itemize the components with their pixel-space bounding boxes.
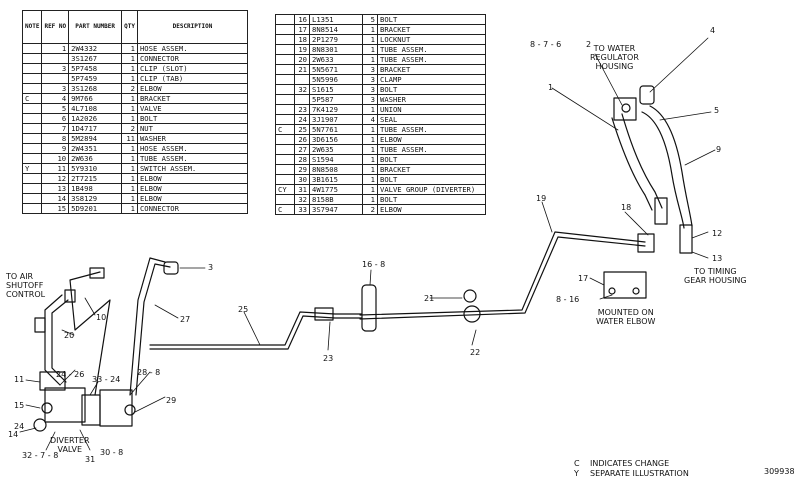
callout-29: 29	[166, 396, 177, 405]
callout-1: 1	[548, 83, 554, 92]
callout-14: 14	[8, 430, 19, 439]
callout-8-7-6: 8 - 7 - 6	[530, 40, 562, 49]
callout-20: 20	[64, 331, 75, 340]
tube-assembly-19-edge	[359, 236, 646, 320]
union-fitting	[654, 197, 668, 225]
fitting-switch	[34, 317, 46, 333]
callout-30-8: 30 - 8	[100, 448, 124, 457]
callout-16-8: 16 - 8	[362, 260, 386, 269]
diverter-manifold-b	[81, 394, 101, 426]
callout-19: 19	[536, 194, 547, 203]
tube-assembly-27	[129, 257, 166, 396]
elbow-12	[679, 224, 693, 254]
legend-c-text: INDICATES CHANGE	[590, 459, 670, 468]
callout-4: 4	[710, 26, 716, 35]
callout-25: 25	[238, 305, 249, 314]
callout-17: 17	[578, 274, 589, 283]
callout-9: 9	[716, 145, 722, 154]
note-cell	[21, 203, 43, 214]
valve-5	[639, 85, 655, 105]
diverter-manifold	[39, 371, 66, 391]
clamp-bracket-16	[361, 284, 377, 332]
locknut-18	[637, 233, 655, 253]
elbow-3	[163, 261, 179, 275]
header-part-number: PART NUMBER	[68, 10, 123, 44]
bolt-2	[621, 103, 631, 113]
description-cell: ELBOW	[377, 204, 486, 215]
clamp-21	[463, 305, 481, 323]
valve-bracket-29	[99, 389, 133, 427]
callout-13: 13	[712, 254, 723, 263]
callout-24: 24	[14, 422, 25, 431]
tube-assembly-27-edge	[135, 263, 171, 396]
label-air-shutoff: TO AIR SHUTOFF CONTROL	[6, 272, 46, 299]
callout-3: 3	[208, 263, 214, 272]
callout-2: 2	[586, 40, 592, 49]
callout-5: 5	[714, 106, 720, 115]
label-diverter-valve: DIVERTER VALVE	[50, 436, 90, 454]
callout-11: 11	[14, 375, 25, 384]
hose-assembly-1	[611, 117, 653, 211]
bolt-16b	[632, 287, 640, 295]
regulator-bracket	[613, 97, 637, 121]
callout-28-8: 28 - 8	[137, 368, 161, 377]
part-number-cell: 5D9201	[68, 203, 123, 214]
callout-33-24: 33 - 24	[92, 375, 121, 384]
hose-assembly-1-edge	[621, 113, 663, 209]
callout-22: 22	[470, 348, 481, 357]
tube-assembly-20	[44, 294, 63, 386]
legend-y-text: SEPARATE ILLUSTRATION	[590, 469, 689, 478]
union-23	[314, 307, 334, 321]
legend-c-key: C	[574, 459, 580, 468]
bracket-21	[463, 289, 477, 303]
callout-31: 31	[85, 455, 96, 464]
table-header-row: NOTE REF NO PART NUMBER QTY DESCRIPTION	[21, 10, 249, 44]
tube-assembly-25-edge	[149, 315, 363, 350]
callout-18: 18	[621, 203, 632, 212]
legend-y-key: Y	[574, 469, 579, 478]
callout-10: 10	[96, 313, 107, 322]
callout-21: 21	[424, 294, 435, 303]
figure-number: 309938	[764, 467, 795, 476]
hose-assembly-9-edge	[649, 105, 693, 227]
callout-15: 15	[14, 401, 25, 410]
port-15	[41, 402, 53, 414]
connector-15	[64, 289, 76, 303]
tube-assembly-25	[149, 311, 363, 346]
label-water-elbow: MOUNTED ON WATER ELBOW	[596, 308, 656, 326]
port-14	[33, 418, 47, 432]
elbow-13	[89, 267, 105, 279]
header-description: DESCRIPTION	[136, 10, 249, 44]
description-cell: CONNECTOR	[136, 203, 249, 214]
bolt-16	[608, 287, 616, 295]
callout-32-7-8: 32 - 7 - 8	[22, 451, 59, 460]
callout-24-26: 24 - 26	[56, 370, 85, 379]
callout-23: 23	[323, 354, 334, 363]
tube-assembly-19	[359, 231, 646, 316]
label-timing-gear: TO TIMING GEAR HOUSING	[684, 267, 747, 285]
hose-assembly-9	[641, 111, 685, 229]
header-ref-no: REF NO	[41, 10, 70, 44]
bolt-28	[124, 404, 136, 416]
callout-8-16: 8 - 16	[556, 295, 580, 304]
parts-table-left: NOTE REF NO PART NUMBER QTY DESCRIPTION …	[21, 10, 249, 214]
callout-12: 12	[712, 229, 723, 238]
tube-assembly-10	[69, 271, 111, 396]
callout-27: 27	[180, 315, 191, 324]
label-water-regulator: TO WATER REGULATOR HOUSING	[590, 44, 639, 71]
tube-assembly-20-edge	[51, 299, 69, 383]
